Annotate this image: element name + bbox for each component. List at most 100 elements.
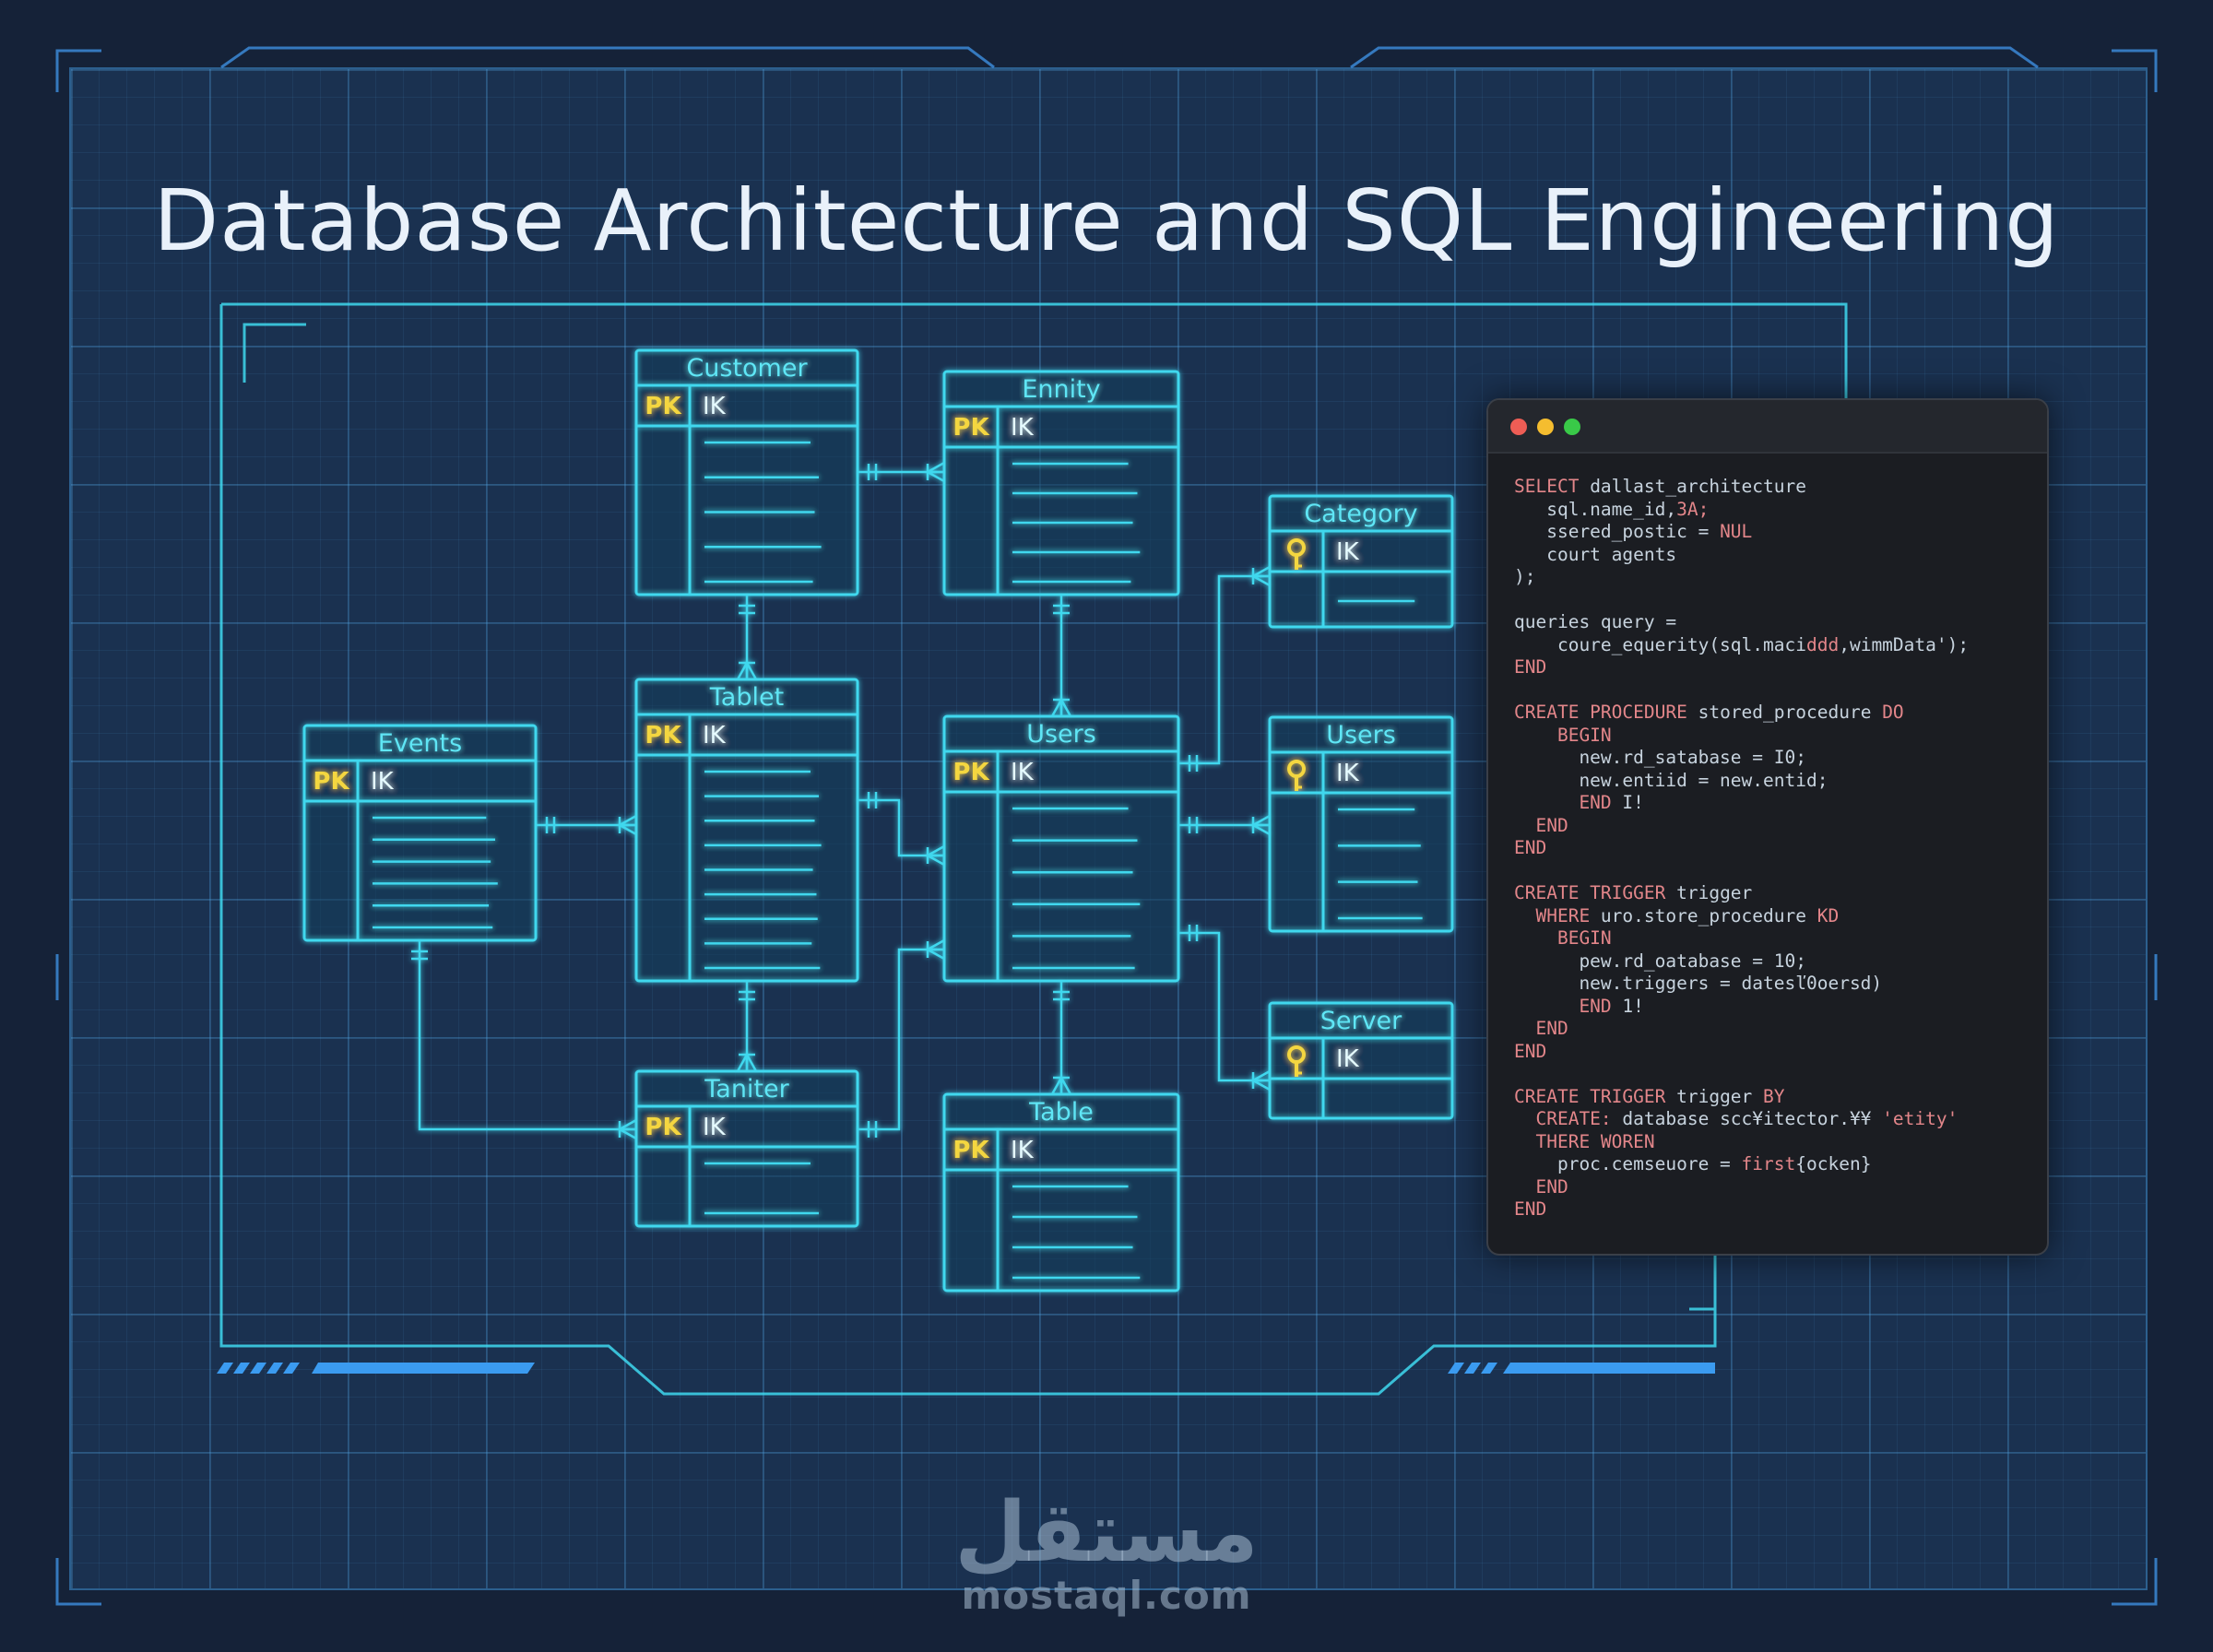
entity-pk-label: PK [953, 414, 989, 442]
entity-border [942, 714, 1180, 983]
cardinality-many-mark [927, 948, 945, 961]
code-line: END [1514, 1176, 2038, 1199]
code-keyword: BEGIN [1514, 927, 1612, 949]
cardinality-many-mark [1252, 1079, 1271, 1092]
code-token: ,wimmData' [1839, 633, 1947, 655]
code-token: ); [1947, 633, 1970, 655]
code-line: END [1514, 656, 2038, 679]
cardinality-many-mark [927, 461, 945, 474]
code-keyword: KD [1817, 904, 1840, 926]
diagram-frame-top [221, 302, 1848, 398]
relationship-line [858, 948, 944, 1131]
watermark-arabic: مستقل [954, 1484, 1259, 1581]
code-token: stored_procedure [1698, 702, 1883, 723]
code-line: court agents [1514, 544, 2038, 567]
code-keyword: END [1514, 1018, 1568, 1039]
relationship-tablet-taniter [736, 981, 758, 1072]
entity-title: Server [1320, 1007, 1402, 1035]
code-token: ); [1514, 566, 1536, 587]
frame-stripes-right [1448, 1363, 1715, 1374]
entity-border [302, 724, 538, 942]
code-token: court agents [1514, 543, 1677, 565]
cardinality-many-mark [927, 844, 945, 857]
diagram-frame [219, 304, 1717, 1396]
maximize-window-icon[interactable] [1564, 419, 1580, 435]
diagram-frame-bracket [1689, 1254, 1717, 1311]
page-title: Database Architecture and SQL Engineerin… [153, 171, 2060, 270]
code-line: END [1514, 1018, 2038, 1041]
entity-title: Category [1304, 500, 1417, 528]
frame-top-tab-left [220, 46, 995, 69]
entity-title: Customer [686, 354, 808, 383]
entity-field: IK [1011, 414, 1035, 442]
code-keyword: END [1514, 837, 1547, 858]
code-token: sql.name_id, [1514, 498, 1677, 520]
cardinality-many-mark [619, 1118, 637, 1131]
code-line [1514, 679, 2038, 702]
entity-pk-label: PK [645, 1114, 681, 1141]
code-keyword: CREATE TRIGGER [1514, 1085, 1677, 1107]
entity-border [1268, 1001, 1454, 1120]
frame-corner-br [2112, 1558, 2158, 1606]
code-keyword: SELECT [1514, 476, 1591, 497]
code-token: new.triggers = datesľ0oersd) [1514, 973, 1883, 994]
code-token: uro.store_procedure [1600, 904, 1817, 926]
cardinality-many-mark [1252, 1069, 1271, 1082]
code-token: new.entiid = new.entid; [1514, 769, 1828, 791]
code-line: sql.name_id,ЗА; [1514, 499, 2038, 522]
code-line: CREATE PROCEDURE stored_procedure DO [1514, 702, 2038, 725]
cardinality-many-mark [927, 938, 945, 951]
code-line: END [1514, 837, 2038, 860]
code-keyword: END [1514, 656, 1547, 678]
cardinality-many-mark [1059, 699, 1072, 717]
cardinality-many-mark [1059, 1077, 1072, 1095]
minimize-window-icon[interactable] [1537, 419, 1554, 435]
code-token: database scc¥itector.¥¥ [1622, 1108, 1883, 1129]
key-icon [1287, 1045, 1306, 1077]
code-line [1514, 860, 2038, 883]
code-line: CREATE TRIGGER trigger BY [1514, 1086, 2038, 1109]
cardinality-many-mark [736, 1054, 749, 1072]
code-keyword: END [1514, 1198, 1547, 1220]
code-line: BEGIN [1514, 927, 2038, 950]
code-token: {ocken} [1795, 1153, 1872, 1174]
code-keyword: END [1514, 792, 1623, 813]
cardinality-many-mark [1252, 574, 1271, 587]
key-icon [1287, 760, 1306, 791]
watermark-latin: mostaql.com [961, 1573, 1252, 1618]
entity-field: IK [1011, 1137, 1035, 1164]
cardinality-many-mark [927, 470, 945, 483]
entity-title: Events [378, 729, 462, 758]
code-window-titlebar [1488, 400, 2047, 454]
code-keyword: BY [1763, 1085, 1785, 1107]
entity-border [942, 370, 1180, 596]
entity-title: Table [1028, 1098, 1094, 1127]
frame-corner-bl [55, 1558, 101, 1606]
entity-pk-label: PK [313, 768, 349, 796]
code-keyword: CREATE: [1514, 1108, 1623, 1129]
entity-field: IK [371, 768, 395, 796]
code-keyword: 'etity' [1882, 1108, 1959, 1129]
code-token: dallast_architecture [1590, 476, 1806, 497]
entity-pk-label: PK [645, 393, 681, 420]
code-keyword: BEGIN [1514, 724, 1612, 746]
code-line: queries query = [1514, 611, 2038, 634]
relationship-ennity-users-main [1050, 595, 1072, 717]
code-token: proc.cemseuore = [1514, 1153, 1742, 1174]
frame-stripes-left [217, 1363, 535, 1374]
code-keyword: END [1514, 1175, 1568, 1198]
code-token: trigger [1676, 1085, 1764, 1107]
relationship-customer-ennity [858, 461, 945, 483]
code-line: new.entiid = new.entid; [1514, 770, 2038, 793]
close-window-icon[interactable] [1510, 419, 1527, 435]
code-line [1514, 1063, 2038, 1086]
code-keyword: ddd [1805, 633, 1840, 655]
code-line: CREATE TRIGGER trigger [1514, 882, 2038, 905]
